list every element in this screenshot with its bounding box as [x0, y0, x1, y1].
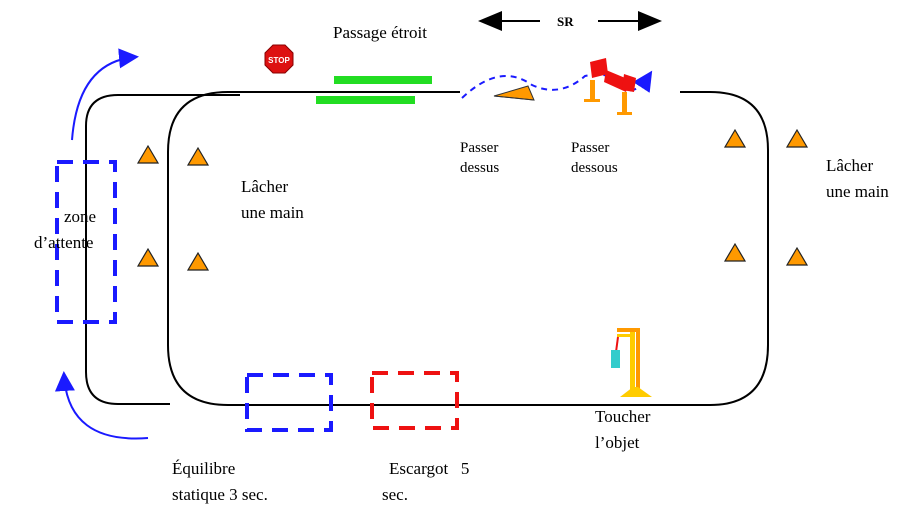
flow-arrow-bottom	[54, 371, 149, 440]
main-track	[167, 91, 769, 406]
snail-zone-box	[370, 371, 459, 430]
cone-icon	[785, 246, 809, 266]
release-hand-right-line1: Lâcher	[826, 156, 874, 175]
narrow-passage-bar-bottom	[316, 96, 415, 104]
cone-icon	[723, 242, 747, 262]
waiting-zone-box	[55, 160, 117, 324]
narrow-passage-label: Passage étroit	[333, 23, 427, 42]
balance-zone-box	[245, 373, 333, 432]
narrow-passage-bar-top	[334, 76, 432, 84]
cone-icon	[785, 128, 809, 148]
waiting-zone-label-line2: d’attente	[34, 233, 94, 252]
release-hand-right-line2: une main	[826, 182, 889, 201]
stop-sign-text: STOP	[268, 56, 290, 65]
balance-label-line1: Équilibre	[172, 459, 236, 478]
crawl-under-label-line2: dessous	[571, 160, 618, 176]
sr-label: SR	[557, 14, 574, 29]
arch-obstacle-icon	[584, 58, 636, 115]
step-over-label-line1: Passer	[460, 140, 499, 156]
step-over-label-line2: dessus	[460, 160, 500, 176]
cone-icon	[723, 128, 747, 148]
balance-label-line2: statique 3 sec.	[172, 485, 268, 504]
crawl-under-label-line1: Passer	[571, 140, 610, 156]
cone-icon	[186, 251, 210, 271]
cone-icon	[136, 247, 160, 267]
flow-arrow-top	[71, 48, 139, 141]
waiting-zone-label-line1: zone	[64, 207, 97, 226]
touch-object-stand-icon	[611, 328, 652, 397]
cone-icons	[136, 128, 809, 271]
wedge-obstacle-icon	[493, 85, 535, 101]
cone-icon	[136, 144, 160, 164]
stop-sign-icon: STOP	[264, 44, 294, 74]
touch-object-label-line2: l’objet	[595, 433, 640, 452]
snail-label-line1: Escargot 5	[389, 459, 470, 478]
outer-track	[85, 94, 240, 405]
touch-object-label-line1: Toucher	[595, 407, 651, 426]
snail-label-line2: sec.	[382, 485, 408, 504]
release-hand-left-line1: Lâcher	[241, 177, 289, 196]
cone-icon	[186, 146, 210, 166]
release-hand-left-line2: une main	[241, 203, 304, 222]
